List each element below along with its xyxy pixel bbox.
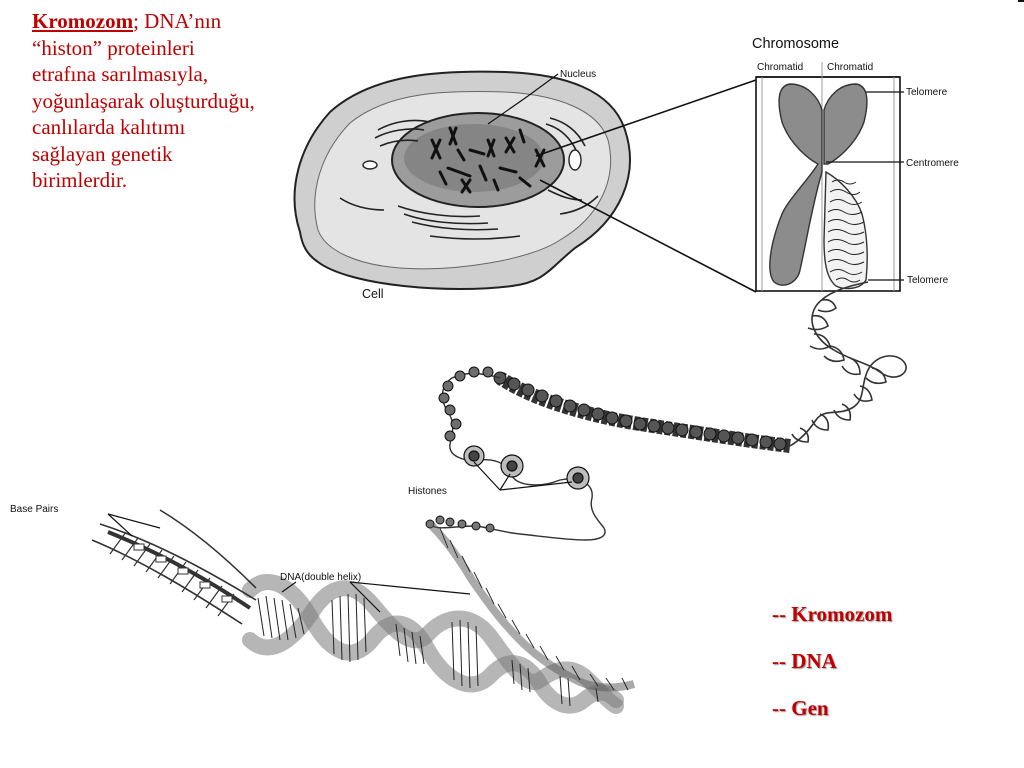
nucleosome-chain	[425, 366, 606, 541]
label-chromatid-left: Chromatid	[757, 62, 803, 73]
definition-term: Kromozom	[32, 9, 134, 33]
chromatin-coil	[789, 281, 907, 447]
label-cell: Cell	[362, 287, 384, 301]
label-base-pairs: Base Pairs	[10, 504, 58, 515]
base-pair-ladder	[91, 509, 257, 625]
label-telomere-top: Telomere	[906, 87, 948, 98]
zoom-lines	[535, 79, 757, 293]
bullet-item: -- DNA	[772, 649, 837, 673]
slide-corner-mark	[1018, 0, 1024, 2]
label-centromere: Centromere	[906, 158, 959, 169]
chromosome-illustration	[755, 62, 904, 292]
bullet-list: -- Kromozom -- DNA -- Gen	[772, 600, 892, 741]
bullet-item: -- Kromozom	[772, 602, 893, 626]
dna-double-helix	[242, 523, 636, 714]
definition-body: ; DNA’nın “histon” proteinleri etrafına …	[32, 9, 255, 192]
label-chromatid-right: Chromatid	[827, 62, 873, 73]
label-histones: Histones	[408, 486, 447, 497]
definition-text: Kromozom; DNA’nın “histon” proteinleri e…	[32, 8, 264, 194]
label-nucleus: Nucleus	[560, 69, 596, 80]
label-dna-double-helix: DNA(double helix)	[280, 572, 361, 583]
label-chromosome: Chromosome	[752, 36, 839, 52]
cell-illustration	[293, 70, 631, 290]
nucleus-pointer-end	[487, 95, 529, 125]
nucleus-pointer	[527, 73, 559, 97]
label-telomere-bottom: Telomere	[907, 275, 949, 286]
solenoid-fibre	[493, 371, 791, 453]
bullet-item: -- Gen	[772, 696, 829, 720]
